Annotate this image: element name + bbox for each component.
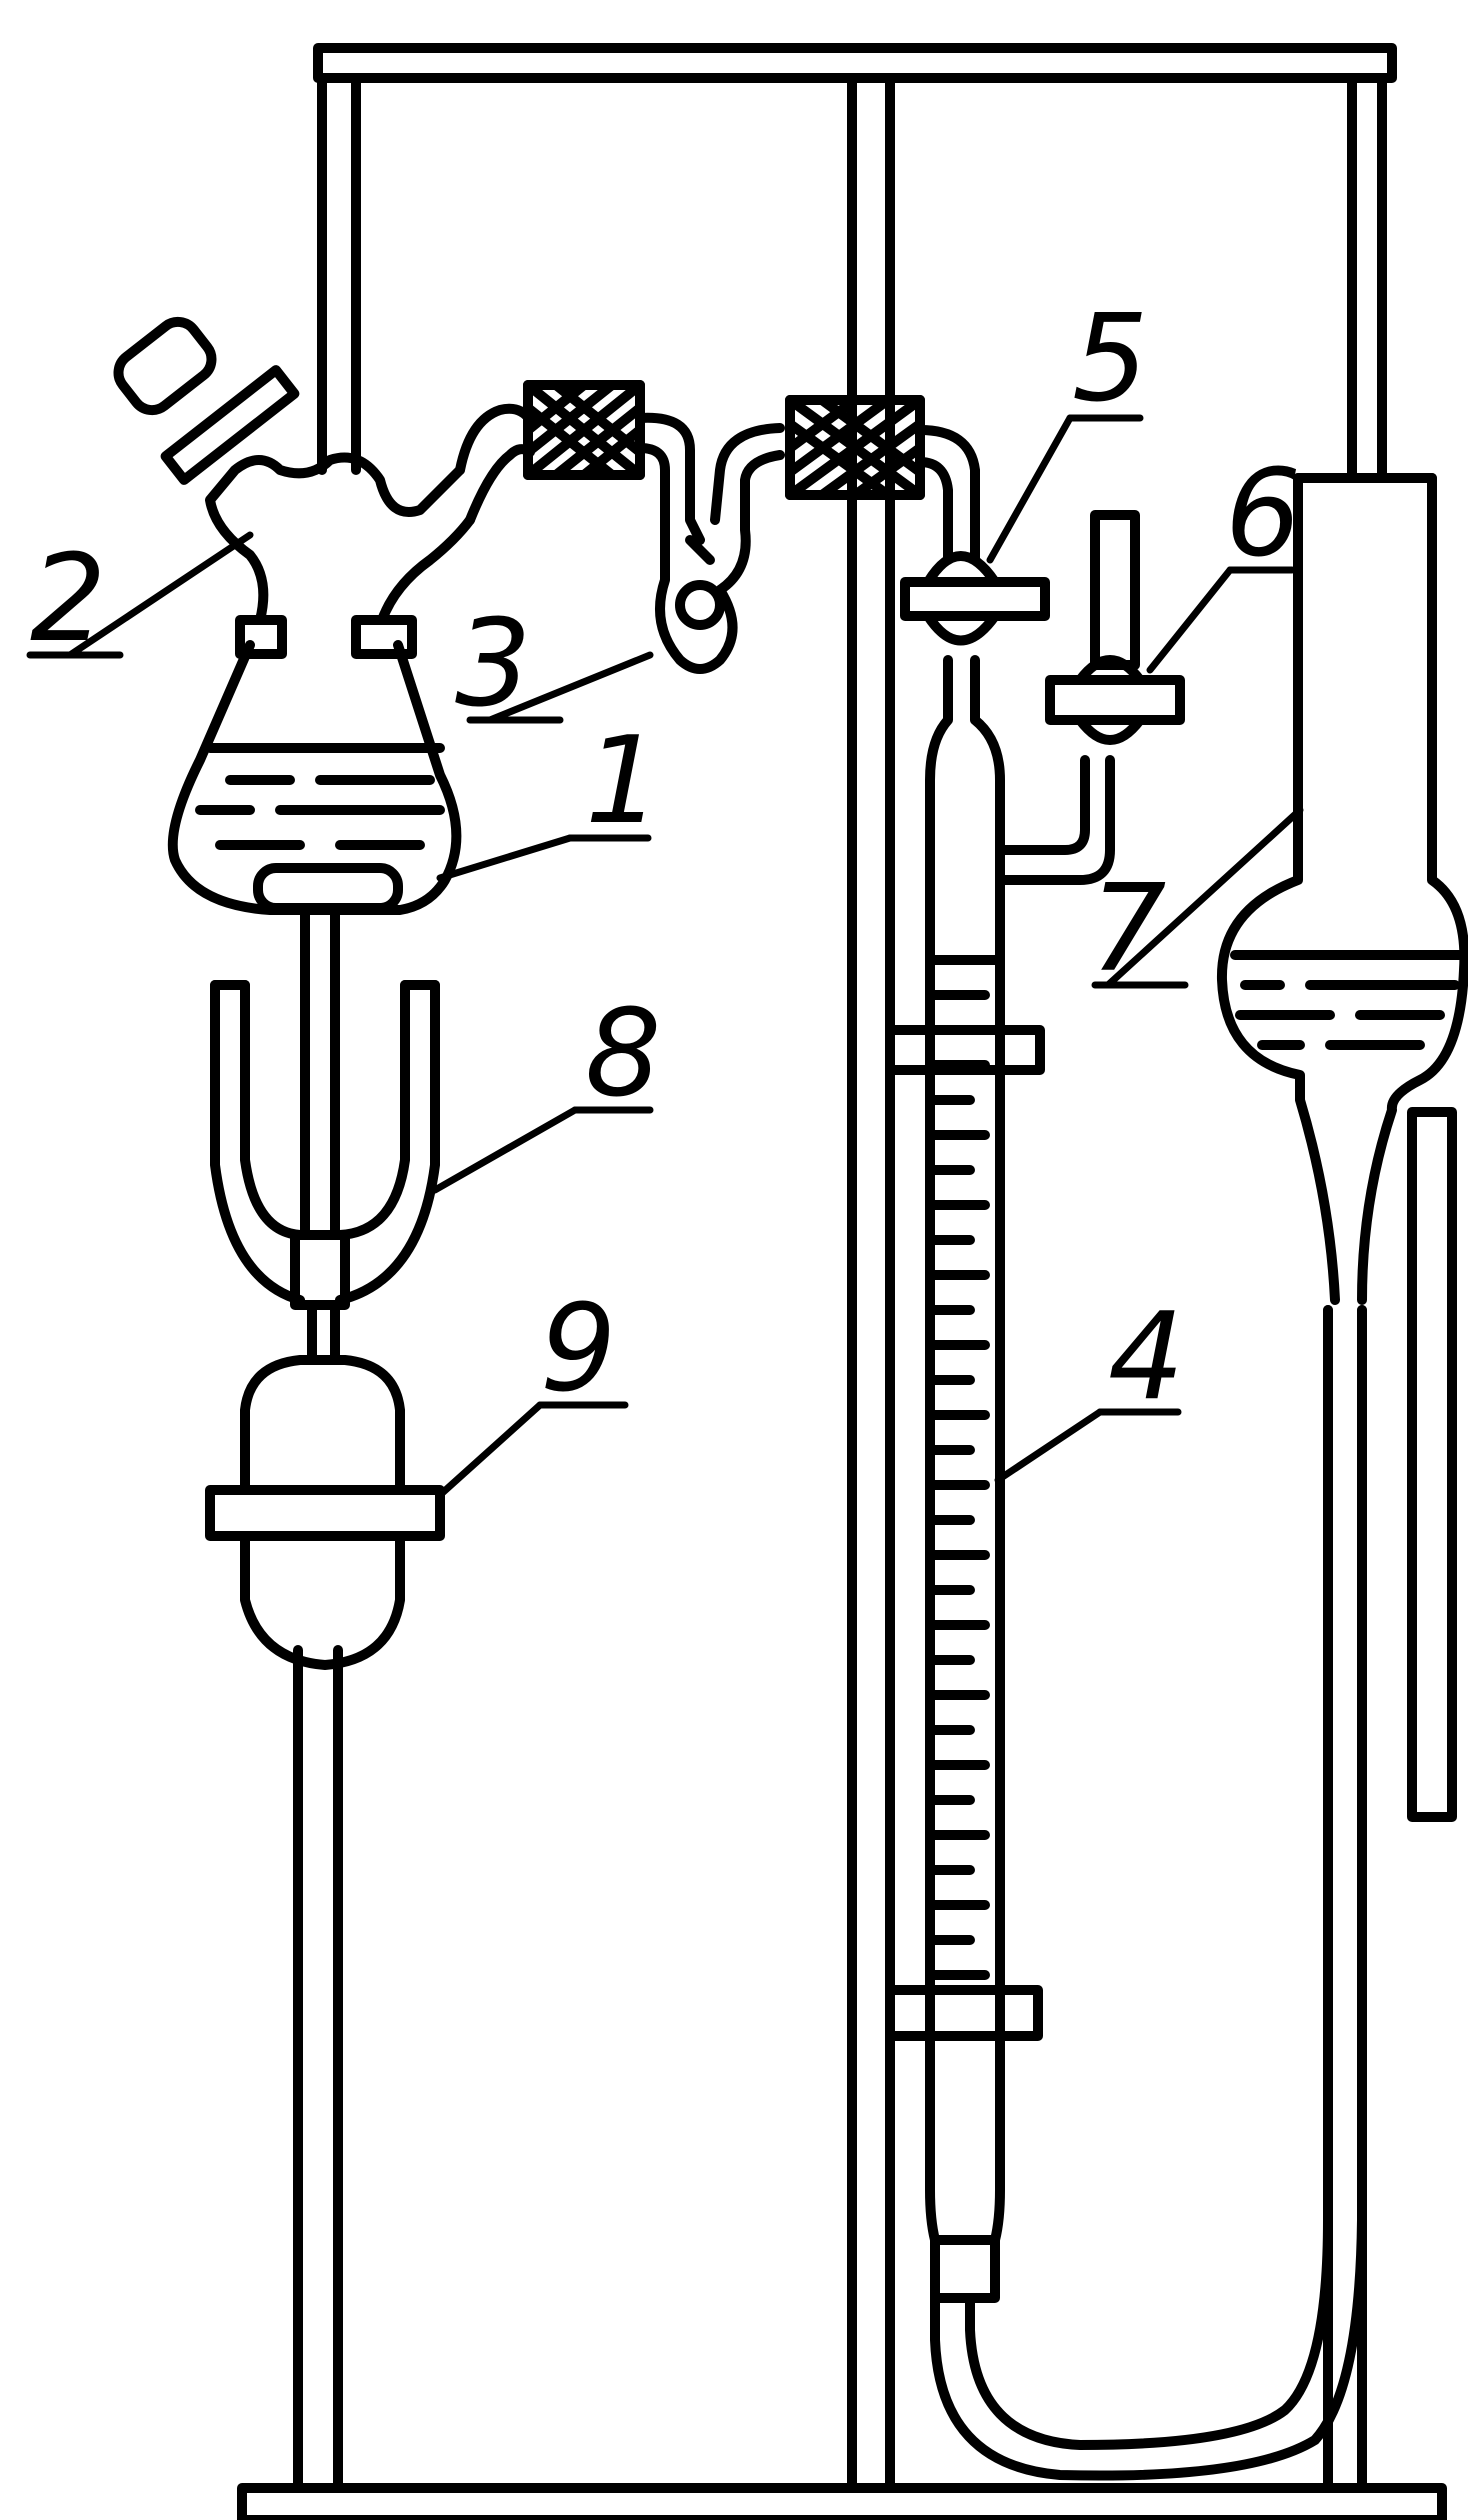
- leader-9: [436, 1401, 544, 1499]
- callout-4: 4: [1108, 1288, 1184, 1427]
- stir-bar: [253, 863, 403, 913]
- leader-2: [66, 531, 254, 659]
- callout-8: 8: [585, 985, 661, 1124]
- stand-base: [237, 2483, 1447, 2520]
- u-trap: [635, 412, 785, 674]
- leader-lines: [26, 414, 1304, 1499]
- stopcock-five: [900, 551, 1050, 646]
- stopcock-six: [995, 510, 1185, 885]
- rubber-hose-outer: [930, 1305, 1367, 2481]
- u-trap-bulb: [675, 580, 725, 630]
- stopper-plug: [113, 316, 217, 416]
- leader-3: [486, 651, 654, 724]
- thermometer: [1407, 1107, 1457, 1822]
- stirrer-motor: [205, 1300, 445, 1670]
- stopper-collar: [160, 365, 300, 485]
- leader-4: [994, 1408, 1104, 1484]
- callout-9: 9: [540, 1280, 616, 1419]
- callout-1: 1: [585, 712, 661, 851]
- top-crossbar: [313, 43, 1397, 83]
- gas-burette: [925, 655, 1005, 2303]
- leader-7: [1104, 806, 1304, 989]
- rubber-hose-inner: [965, 1305, 1333, 2450]
- adapter-right-wall: [377, 515, 475, 625]
- adapter-with-stopper: [113, 316, 475, 625]
- leader-8: [431, 1106, 579, 1194]
- gas-line-one: [455, 380, 645, 525]
- leader-1: [436, 834, 574, 882]
- callout-6: 6: [1225, 445, 1301, 584]
- callout-7: 7: [1090, 860, 1166, 999]
- adapter-body: [205, 452, 465, 625]
- leader-6: [1146, 566, 1234, 674]
- callout-3: 3: [455, 595, 531, 734]
- leader-5: [986, 414, 1074, 564]
- callout-labels: 1 2 3 4 5 6 7 8 9: [30, 290, 1301, 1427]
- reaction-flask: [167, 615, 462, 915]
- stirrer-fork: [210, 903, 440, 1310]
- leveling-bulb: [1216, 473, 1468, 1822]
- callout-2: 2: [30, 530, 106, 669]
- gas-line-two: [785, 395, 980, 565]
- burette-clamps: [885, 1025, 1045, 2041]
- callout-5: 5: [1072, 290, 1148, 429]
